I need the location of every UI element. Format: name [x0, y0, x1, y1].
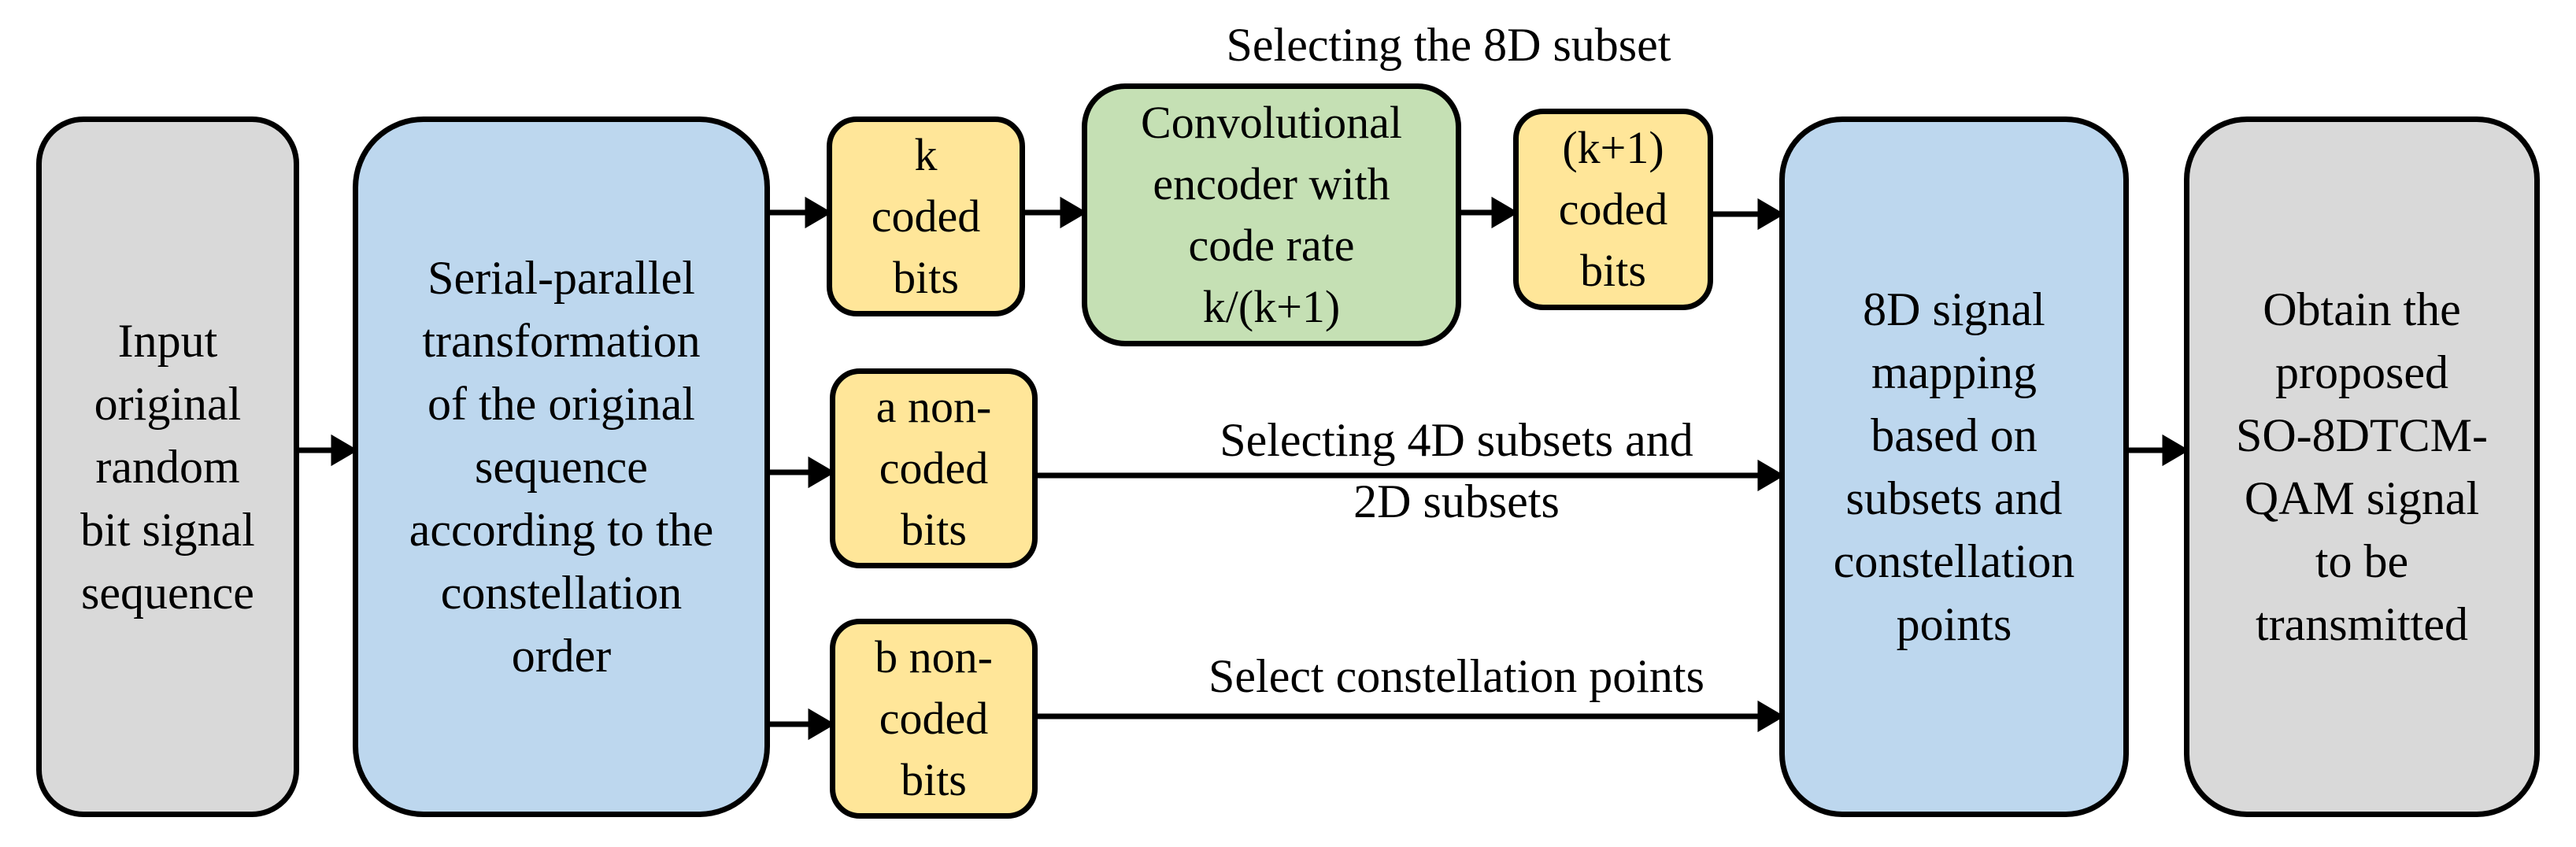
- signal-mapping-text: 8D signal mapping based on subsets and c…: [1833, 283, 2075, 650]
- k-coded-bits-box: k coded bits: [827, 117, 1025, 316]
- label-selecting-8d-subset: Selecting the 8D subset: [1226, 19, 1671, 71]
- input-sequence-box: Input original random bit signal sequenc…: [36, 117, 299, 817]
- a-noncoded-bits-text: a non- coded bits: [875, 381, 992, 555]
- label-select-constellation-points: Select constellation points: [1208, 650, 1704, 702]
- convolutional-encoder-text: Convolutional encoder with code rate k/(…: [1141, 97, 1402, 332]
- serial-parallel-box: Serial-parallel transformation of the or…: [353, 117, 770, 817]
- k-coded-bits-text: k coded bits: [871, 129, 981, 303]
- input-sequence-text: Input original random bit signal sequenc…: [80, 315, 255, 619]
- output-signal-text: Obtain the proposed SO-8DTCM- QAM signal…: [2235, 283, 2488, 650]
- a-noncoded-bits-box: a non- coded bits: [830, 368, 1038, 568]
- b-noncoded-bits-box: b non- coded bits: [830, 619, 1038, 819]
- label-selecting-4d-2d-subsets: Selecting 4D subsets and 2D subsets: [1220, 414, 1693, 527]
- serial-parallel-text: Serial-parallel transformation of the or…: [409, 252, 714, 682]
- signal-mapping-box: 8D signal mapping based on subsets and c…: [1779, 117, 2129, 817]
- k-plus-1-coded-bits-text: (k+1) coded bits: [1558, 122, 1668, 296]
- k-plus-1-coded-bits-box: (k+1) coded bits: [1513, 109, 1713, 310]
- output-signal-box: Obtain the proposed SO-8DTCM- QAM signal…: [2184, 117, 2540, 817]
- convolutional-encoder-box: Convolutional encoder with code rate k/(…: [1082, 83, 1461, 346]
- b-noncoded-bits-text: b non- coded bits: [875, 631, 993, 805]
